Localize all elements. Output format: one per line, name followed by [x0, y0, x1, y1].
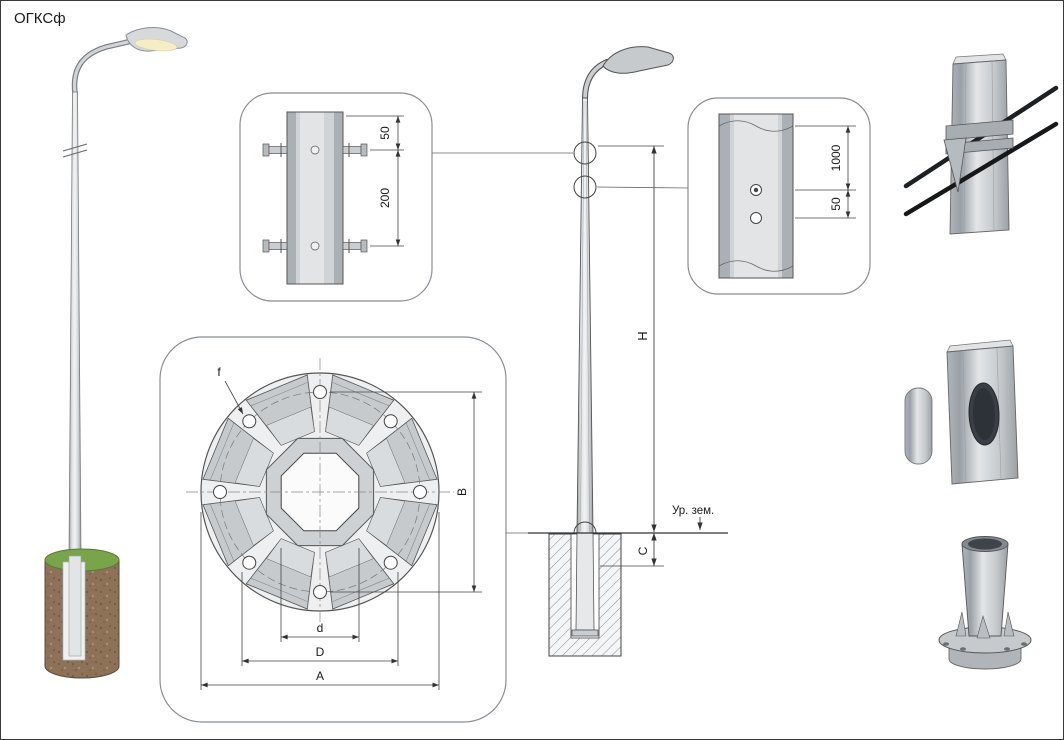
dim-label-h: H [635, 331, 650, 340]
handhole-cover [904, 387, 933, 465]
break-line [718, 260, 794, 272]
ground-rod [903, 121, 1059, 217]
dim-label-50-holes: 50 [829, 197, 843, 211]
flange-hole [1021, 642, 1027, 646]
foundation-section [548, 532, 622, 657]
foundation-3d [44, 548, 120, 679]
flange-plan-view [186, 358, 454, 626]
top-section-detail-callout: 1000 50 [596, 97, 871, 295]
callout-leader [596, 186, 689, 189]
drawing-title: ОГКСф [14, 10, 66, 27]
flange-dimensions [200, 380, 482, 690]
dim-label-b: B [455, 488, 469, 496]
bracket-clamp-detail-callout: 50 200 [239, 92, 573, 302]
clamp-bolt-row [262, 239, 368, 253]
flange-base-3d-view [938, 536, 1032, 670]
detail-dimensions [795, 125, 856, 219]
luminaire [602, 46, 674, 74]
break-line [718, 120, 794, 132]
detail-marker-circle [573, 175, 597, 199]
pole-elevation: Ур. зем. H C [528, 46, 728, 657]
flange-hole [960, 647, 966, 651]
dim-label-50: 50 [378, 126, 392, 140]
mounting-hole [750, 212, 762, 224]
dim-label-1000: 1000 [829, 144, 843, 171]
flange-hole [943, 642, 949, 646]
flange-bolt-holes [213, 385, 427, 599]
pole-base-plate [571, 629, 599, 637]
ground-level-label: Ур. зем. [672, 505, 714, 517]
flange-hole [1004, 647, 1010, 651]
rib [955, 611, 967, 637]
handhole-3d-view [904, 339, 1019, 485]
embedded-pole-butt [575, 532, 595, 631]
clamp-wedge [943, 137, 967, 193]
dim-label-c: C [636, 546, 650, 555]
dim-label-f: f [217, 365, 221, 379]
rib [1003, 611, 1015, 637]
flange-gusset-plates [202, 374, 438, 610]
clamp-band [945, 119, 1014, 141]
rib [976, 614, 991, 639]
clamp-bolt-row [262, 143, 368, 157]
break-mark [62, 143, 88, 152]
detail-dimensions [346, 115, 404, 247]
luminaire-glow [134, 38, 178, 52]
dim-label-d: d [317, 621, 324, 635]
embedded-pole [68, 555, 82, 657]
dim-label-200: 200 [378, 188, 392, 208]
anchor-rods-3d-view [903, 53, 1059, 235]
flange-plan-callout: f B d D A [159, 336, 573, 723]
dim-label-bolt-circle: D [316, 645, 325, 659]
dim-label-a: A [316, 669, 324, 683]
detail-marker-circle [573, 141, 597, 165]
pole-3d-view [44, 27, 188, 679]
